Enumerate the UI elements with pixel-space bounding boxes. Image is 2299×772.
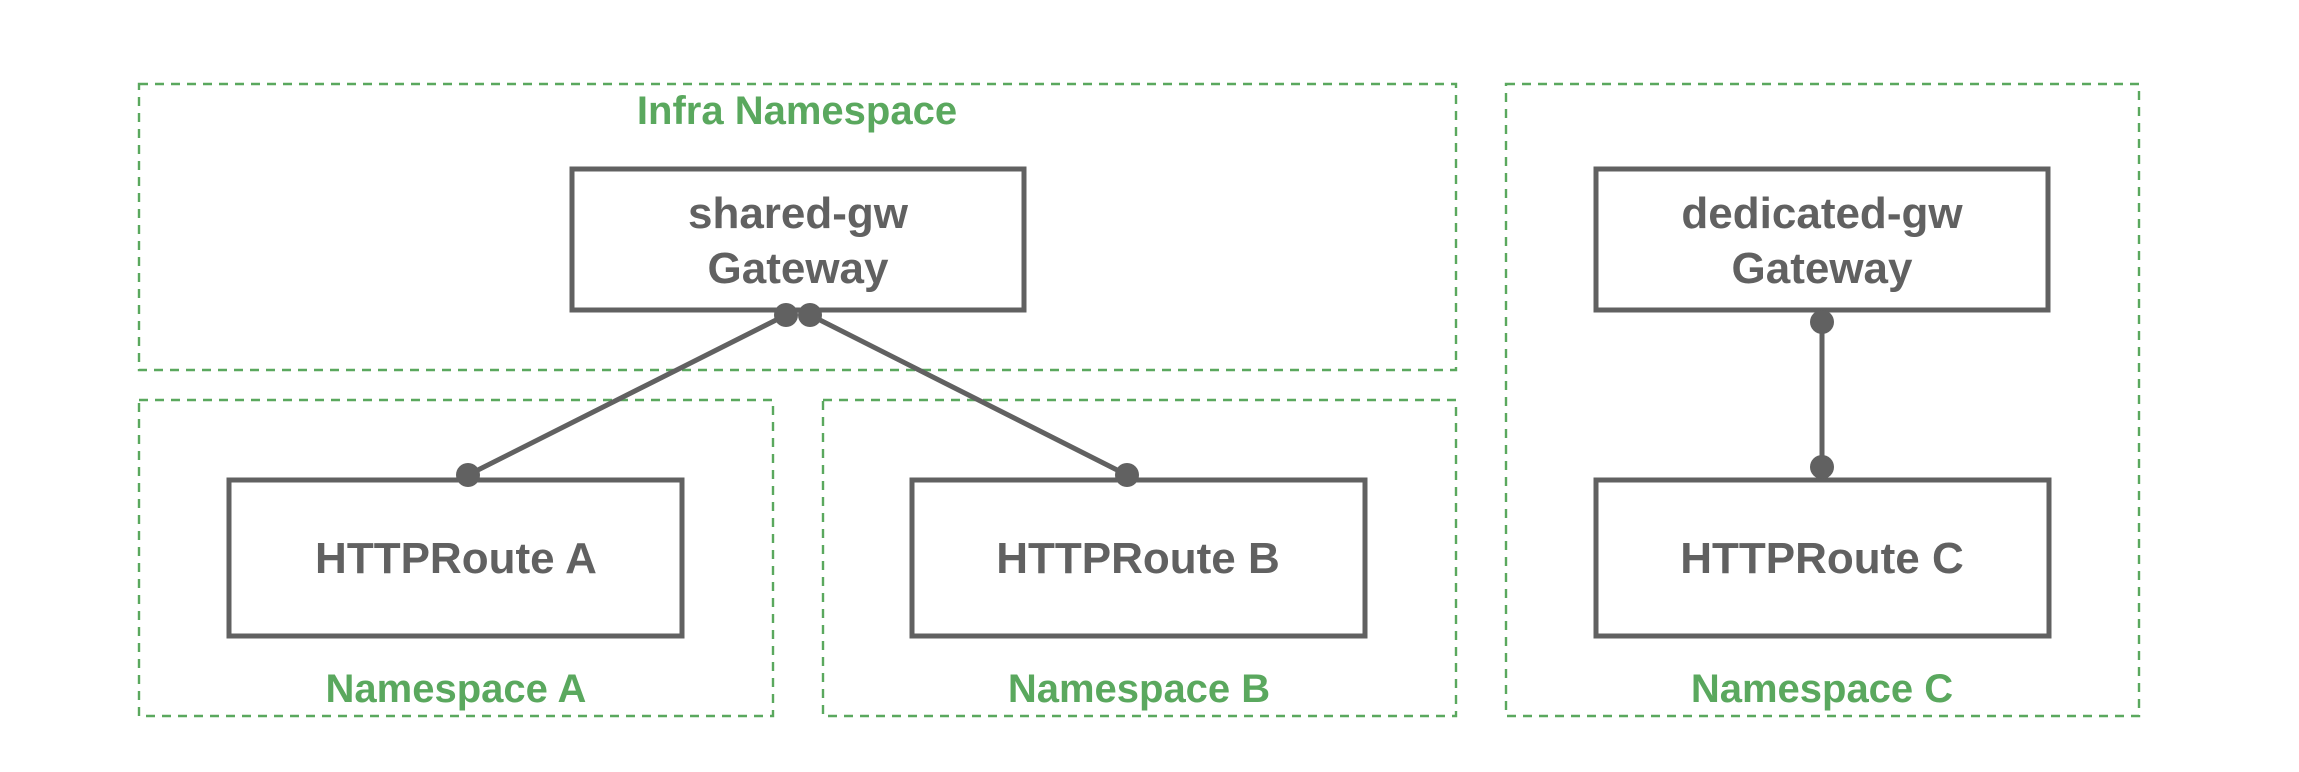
namespace-c-label: Namespace C	[1691, 667, 1953, 711]
httproute-b-port-dot	[1115, 463, 1139, 487]
namespace-c-box	[1504, 82, 2141, 718]
dedicated-gw-port-dot	[1810, 310, 1834, 334]
namespace-a-label: Namespace A	[326, 667, 587, 711]
httproute-b-node	[909, 477, 1368, 639]
edge-shared-gw-to-route-a	[465, 312, 789, 478]
httproute-c-node	[1593, 477, 2052, 639]
httproute-b-label: HTTPRoute B	[996, 534, 1280, 583]
httproute-a-node	[226, 477, 685, 639]
shared-gw-kind: Gateway	[708, 244, 890, 293]
shared-gw-port-a-dot	[774, 303, 798, 327]
shared-gw-port-b-dot	[798, 303, 822, 327]
namespace-b-label: Namespace B	[1008, 667, 1270, 711]
httproute-a-label: HTTPRoute A	[315, 534, 597, 583]
dedicated-gw-name: dedicated-gw	[1681, 189, 1963, 238]
infra-namespace-box	[137, 82, 1458, 372]
namespace-a-box	[137, 398, 775, 718]
dedicated-gw-kind: Gateway	[1732, 244, 1914, 293]
namespace-b-box	[821, 398, 1458, 718]
infra-namespace-label: Infra Namespace	[637, 89, 957, 133]
httproute-c-label: HTTPRoute C	[1680, 534, 1964, 583]
shared-gw-name: shared-gw	[688, 189, 909, 238]
httproute-c-port-dot	[1810, 455, 1834, 479]
shared-gw-node	[569, 166, 1027, 313]
httproute-a-port-dot	[456, 463, 480, 487]
edge-shared-gw-to-route-b	[807, 312, 1130, 478]
